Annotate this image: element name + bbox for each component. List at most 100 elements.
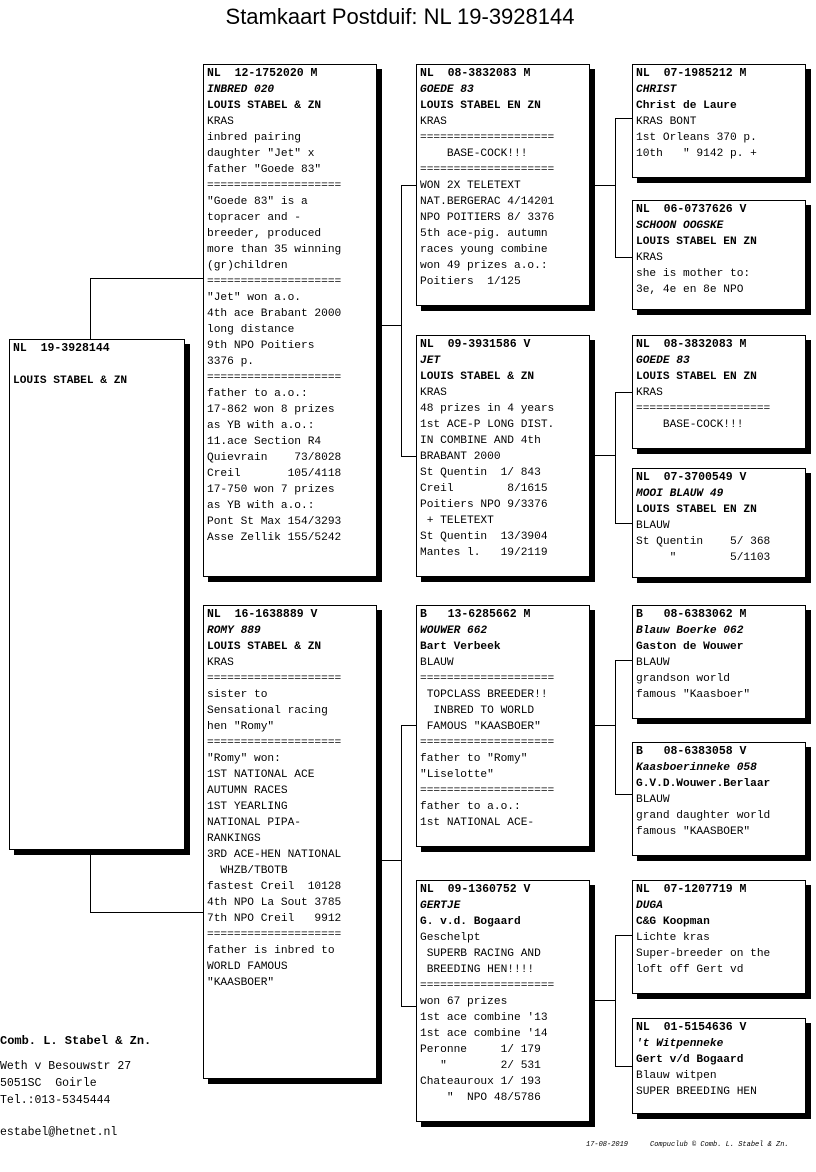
pigeon-name: INBRED 020: [207, 84, 275, 96]
address-line-1: Weth v Besouwstr 27: [0, 1060, 132, 1073]
info-line: ====================: [636, 403, 771, 415]
info-line: ====================: [420, 980, 555, 992]
info-line: KRAS: [420, 116, 447, 128]
info-line: KRAS: [636, 252, 663, 264]
info-line: INBRED TO WORLD: [420, 705, 535, 717]
info-line: daughter "Jet" x: [207, 148, 315, 160]
info-line: SUPERB RACING AND: [420, 948, 541, 960]
info-line: NATIONAL PIPA-: [207, 817, 301, 829]
info-line: St Quentin 13/3904: [420, 531, 548, 543]
owner-name: LOUIS STABEL EN ZN: [636, 371, 757, 383]
info-line: BRABANT 2000: [420, 451, 501, 463]
connector-subject-sire: [90, 278, 205, 341]
info-line: ====================: [207, 276, 342, 288]
connector-ss-parents: [590, 185, 615, 186]
ring-number: NL 06-0737626 V: [636, 203, 747, 216]
info-line: won 67 prizes: [420, 996, 508, 1008]
info-line: " 2/ 531: [420, 1060, 541, 1072]
info-line: KRAS: [207, 657, 234, 669]
info-line: 9th NPO Poitiers: [207, 340, 315, 352]
info-line: Pont St Max 154/3293: [207, 516, 342, 528]
info-line: BLAUW: [636, 794, 670, 806]
info-line: " 5/1103: [636, 552, 771, 564]
connector-ss-parents-bracket: [615, 118, 634, 258]
info-line: ====================: [420, 737, 555, 749]
ring-number: NL 09-1360752 V: [420, 883, 531, 896]
pigeon-name: Kaasboerinneke 058: [636, 762, 757, 774]
info-line: "Romy" won:: [207, 753, 281, 765]
info-line: 3e, 4e en 8e NPO: [636, 284, 744, 296]
info-line: WORLD FAMOUS: [207, 961, 288, 973]
info-line: father is inbred to: [207, 945, 335, 957]
pigeon-name: ROMY 889: [207, 625, 261, 637]
ring-number: B 08-6383062 M: [636, 608, 747, 621]
info-line: Super-breeder on the: [636, 948, 771, 960]
info-line: AUTUMN RACES: [207, 785, 288, 797]
info-line: ====================: [207, 673, 342, 685]
pigeon-card-sdd: NL 07-3700549 V MOOI BLAUW 49 LOUIS STABEL…: [632, 468, 806, 578]
info-line: "Jet" won a.o.: [207, 292, 301, 304]
info-line: ====================: [420, 164, 555, 176]
info-line: "KAASBOER": [207, 977, 275, 989]
info-line: FAMOUS "KAASBOER": [420, 721, 541, 733]
info-line: BASE-COCK!!!: [636, 419, 744, 431]
address-line-3: Tel.:013-5345444: [0, 1094, 111, 1107]
connector-dd-parents-bracket: [615, 935, 634, 1067]
info-line: Asse Zellik 155/5242: [207, 532, 342, 544]
info-line: St Quentin 1/ 843: [420, 467, 541, 479]
info-line: Geschelpt: [420, 932, 481, 944]
info-line: BASE-COCK!!!: [420, 148, 528, 160]
info-line: ====================: [420, 673, 555, 685]
connector-dd-parents: [590, 1000, 615, 1001]
ring-number: NL 01-5154636 V: [636, 1021, 747, 1034]
info-line: "Liselotte": [420, 769, 494, 781]
info-line: father to a.o.:: [420, 801, 521, 813]
pigeon-name: SCHOON OOGSKE: [636, 220, 724, 232]
ring-number: NL 12-1752020 M: [207, 67, 318, 80]
info-line: ====================: [207, 737, 342, 749]
info-line: Creil 105/4118: [207, 468, 342, 480]
info-line: ====================: [207, 929, 342, 941]
info-line: hen "Romy": [207, 721, 275, 733]
info-line: St Quentin 5/ 368: [636, 536, 771, 548]
connector-ds-parents-bracket: [615, 660, 634, 795]
owner-name: LOUIS STABEL EN ZN: [636, 504, 757, 516]
ring-number: NL 08-3832083 M: [420, 67, 531, 80]
ring-number: NL 09-3931586 V: [420, 338, 531, 351]
info-line: ====================: [420, 132, 555, 144]
connector-subject-dam: [90, 850, 205, 913]
connector-ds-parents: [590, 725, 615, 726]
ring-number: B 08-6383058 V: [636, 745, 747, 758]
info-line: 1ST YEARLING: [207, 801, 288, 813]
email-link[interactable]: estabel@hetnet.nl: [0, 1126, 118, 1139]
info-line: Creil 8/1615: [420, 483, 548, 495]
info-line: BLAUW: [636, 657, 670, 669]
info-line: " NPO 48/5786: [420, 1092, 541, 1104]
ring-number: NL 07-1985212 M: [636, 67, 747, 80]
info-line: KRAS: [420, 387, 447, 399]
ring-number: NL 07-1207719 M: [636, 883, 747, 896]
pigeon-name: Blauw Boerke 062: [636, 625, 744, 637]
pigeon-name: WOUWER 662: [420, 625, 488, 637]
pigeon-name: MOOI BLAUW 49: [636, 488, 724, 500]
info-line: Poitiers 1/125: [420, 276, 521, 288]
pigeon-name: DUGA: [636, 900, 663, 912]
ring-number: NL 07-3700549 V: [636, 471, 747, 484]
info-line: ====================: [207, 372, 342, 384]
info-line: father "Goede 83": [207, 164, 322, 176]
info-line: she is mother to:: [636, 268, 751, 280]
info-line: 1st ace combine '13: [420, 1012, 548, 1024]
info-line: 17-750 won 7 prizes: [207, 484, 335, 496]
info-line: Peronne 1/ 179: [420, 1044, 541, 1056]
info-line: Mantes l. 19/2119: [420, 547, 548, 559]
info-line: BLAUW: [420, 657, 454, 669]
info-line: 4th ace Brabant 2000: [207, 308, 342, 320]
info-line: Poitiers NPO 9/3376: [420, 499, 548, 511]
info-line: loft off Gert vd: [636, 964, 744, 976]
